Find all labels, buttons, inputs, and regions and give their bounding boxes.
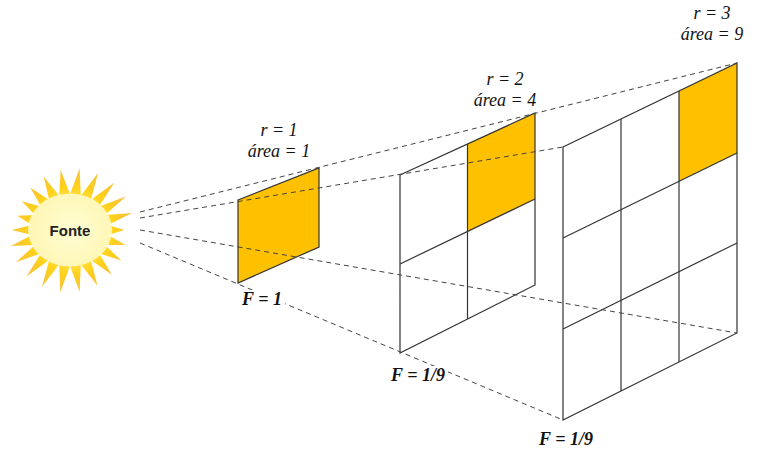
- flux-label: F = 1/9: [388, 366, 448, 386]
- grid-line: [563, 153, 737, 238]
- panel-outline: [563, 63, 737, 420]
- light-source: Fonte: [0, 165, 140, 295]
- ray-line: [140, 63, 737, 212]
- flux-label: F = 1: [239, 290, 285, 310]
- panel-outline: [400, 113, 535, 353]
- distance-label: área = 4: [471, 91, 539, 111]
- source-label: Fonte: [50, 222, 91, 239]
- panel-cell: [679, 63, 737, 181]
- grid-line: [620, 119, 621, 391]
- grid-line: [400, 199, 535, 264]
- rays: [140, 63, 737, 420]
- flux-label: F = 1/9: [536, 430, 596, 450]
- ray-line: [140, 243, 563, 420]
- grid-line: [563, 243, 737, 329]
- ray-line: [140, 230, 737, 333]
- distance-label: área = 1: [245, 142, 313, 162]
- distance-label: r = 3: [690, 4, 733, 24]
- distance-label: área = 9: [678, 25, 746, 45]
- distance-label: r = 1: [257, 121, 300, 141]
- panel-cell: [468, 113, 536, 232]
- ray-line: [140, 147, 563, 218]
- panels: [238, 63, 737, 420]
- grid-line: [678, 91, 679, 362]
- distance-label: r = 2: [483, 70, 526, 90]
- panel-area: [238, 168, 319, 283]
